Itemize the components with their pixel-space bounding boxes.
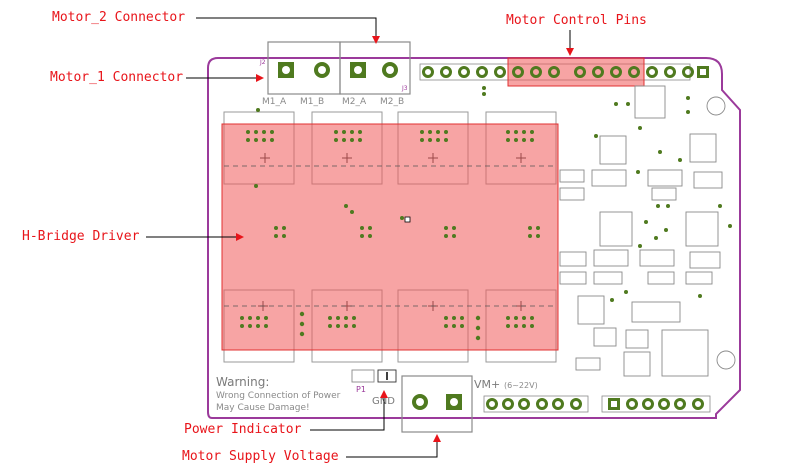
p1-label: P1 [356, 385, 366, 394]
vm-range: (6~22V) [504, 381, 538, 390]
warning-line1: Wrong Connection of Power [216, 391, 341, 401]
annotation-power-indicator: Power Indicator [184, 422, 302, 437]
m1b-label: M1_B [300, 97, 324, 107]
m2a-label: M2_A [342, 97, 367, 107]
m2b-label: M2_B [380, 97, 404, 107]
warning-line2: May Cause Damage! [216, 403, 310, 413]
annotation-arrows [146, 17, 574, 458]
control-pins [512, 66, 640, 78]
dashed-lines [224, 165, 556, 307]
annotation-motor1: Motor_1 Connector [50, 70, 184, 85]
power-led-footprint [351, 369, 375, 383]
vm-label: VM+ [474, 378, 500, 391]
warning-title: Warning: [216, 375, 269, 389]
annotation-control-pins: Motor Control Pins [506, 13, 647, 28]
power-led [377, 369, 397, 383]
header-pins-top [419, 63, 709, 81]
annotation-hbridge: H-Bridge Driver [22, 229, 140, 244]
annotation-supply-voltage: Motor Supply Voltage [182, 449, 339, 464]
header-pins-bottom [483, 395, 711, 413]
center-marker [404, 216, 411, 223]
j2-label: J2 [259, 59, 266, 66]
annotation-motor2: Motor_2 Connector [52, 10, 186, 25]
hbridge-highlight [221, 123, 559, 351]
right-components [559, 85, 736, 377]
via-groups [240, 86, 540, 341]
m1a-label: M1_A [262, 97, 287, 107]
right-vias [594, 96, 732, 302]
motor-connectors-top [267, 41, 411, 95]
supply-connector [401, 375, 473, 433]
j3-label: J3 [401, 85, 408, 92]
